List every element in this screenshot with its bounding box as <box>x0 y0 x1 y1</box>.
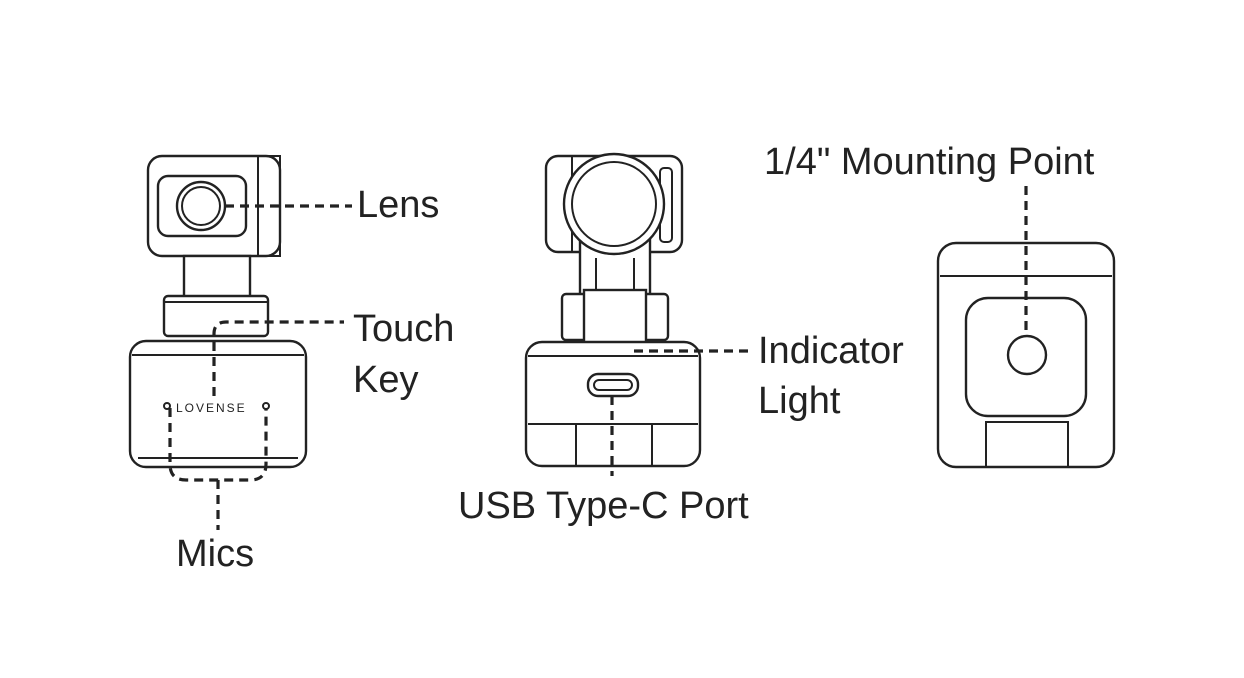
touch-key-label-line2: Key <box>353 359 418 401</box>
labels: Lens Touch Key Mics Indicator Light USB … <box>176 141 1095 575</box>
mounting-hole-icon <box>1006 334 1048 376</box>
lens-icon <box>181 186 221 226</box>
usb-label: USB Type-C Port <box>458 485 749 527</box>
front-collar <box>162 294 270 338</box>
usb-port-inner <box>593 379 633 391</box>
side-head-round <box>562 152 666 256</box>
usb-port-icon <box>586 372 640 398</box>
front-base <box>128 339 308 469</box>
front-neck <box>182 254 252 300</box>
leader-lines <box>168 186 1028 530</box>
touch-key-leader <box>212 320 344 396</box>
front-view: LOVENSE <box>128 154 308 469</box>
mic-hole-left-icon <box>163 402 171 410</box>
lens-label: Lens <box>357 184 439 226</box>
indicator-label-line1: Indicator <box>758 330 904 372</box>
indicator-label-line2: Light <box>758 380 841 422</box>
bottom-foot <box>985 421 1069 468</box>
side-head-ring <box>571 161 657 247</box>
mounting-label: 1/4" Mounting Point <box>764 141 1095 183</box>
side-neck <box>582 288 648 346</box>
brand-logo: LOVENSE <box>176 401 247 415</box>
front-lens-outer <box>175 180 227 232</box>
touch-key-label-line1: Touch <box>353 308 454 350</box>
mics-label: Mics <box>176 533 254 575</box>
